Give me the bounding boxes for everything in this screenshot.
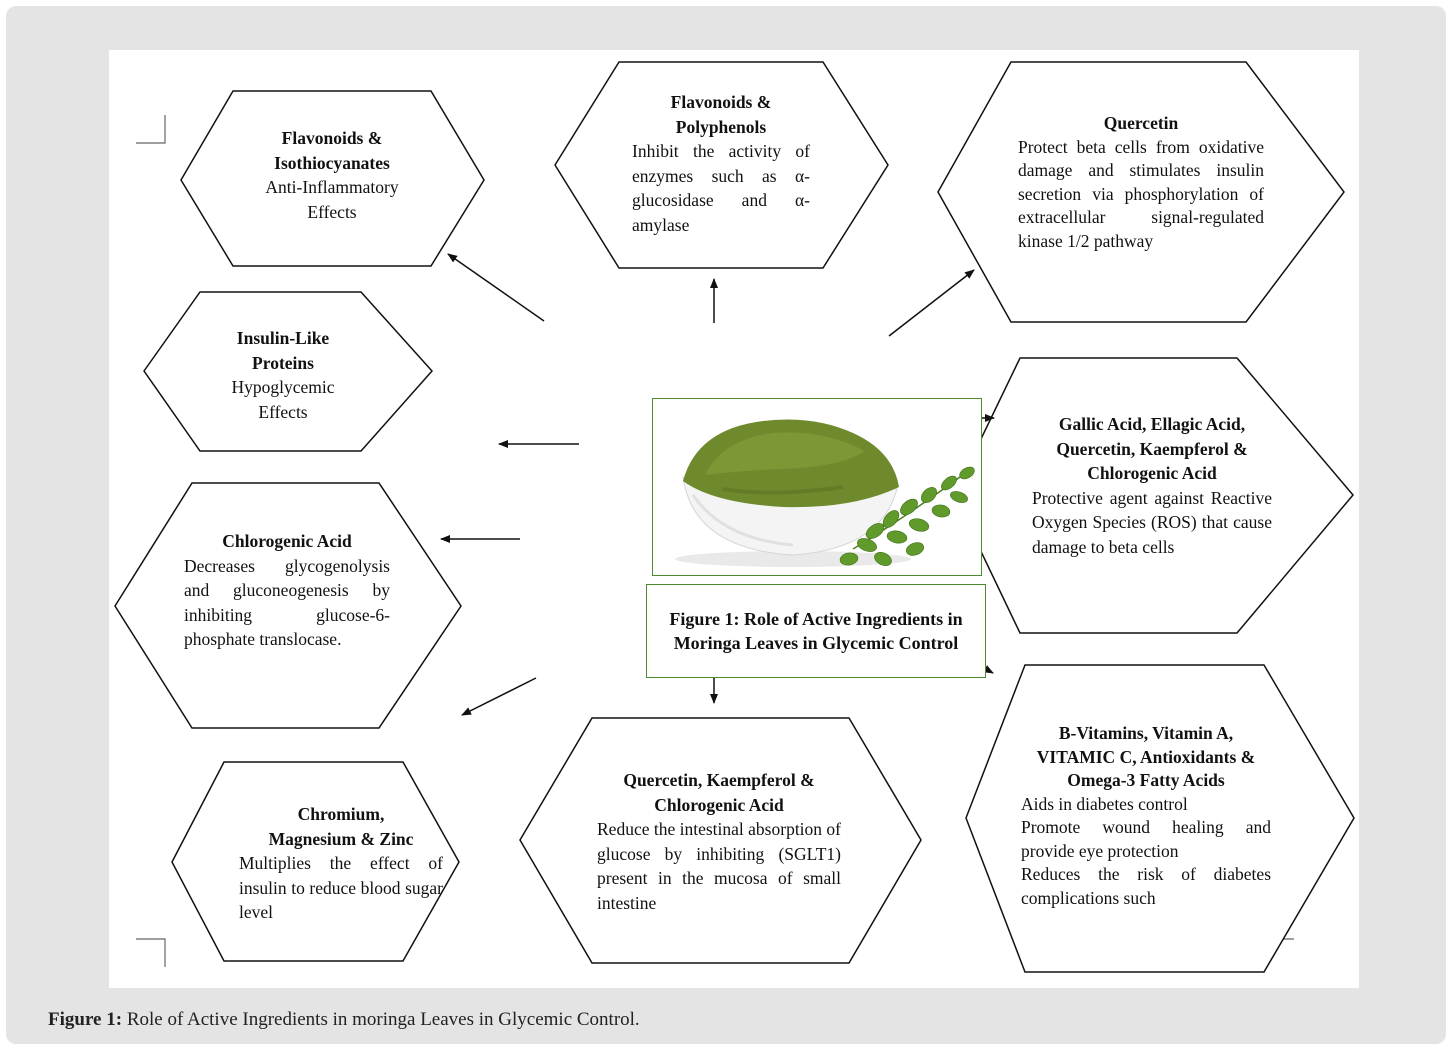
node-title: Chromium, Magnesium & Zinc (268, 804, 414, 849)
moringa-powder-image (652, 398, 982, 576)
hexagon-insulin-like-proteins (143, 291, 434, 452)
hexagon-gallic-acid (953, 357, 1354, 634)
figure-title: Figure 1: Role of Active Ingredients in … (669, 609, 963, 653)
node-description: Multiplies the effect of insulin to redu… (239, 853, 443, 922)
caption-text: Role of Active Ingredients in moringa Le… (122, 1009, 640, 1030)
node-quercetin: Quercetin Protect beta cells from oxidat… (1018, 112, 1264, 274)
caption-label: Figure 1: (48, 1009, 123, 1030)
hexagon-flavonoids-isothiocyanates (180, 90, 485, 267)
node-vitamins: B-Vitamins, Vitamin A, VITAMIC C, Antiox… (1021, 722, 1271, 910)
node-flavonoids-polyphenols: Flavonoids & Polyphenols Inhibit the act… (632, 90, 810, 244)
hexagon-flavonoids-polyphenols (554, 61, 889, 269)
node-description: Inhibit the activity of enzymes such as … (632, 141, 810, 235)
arrow-to-quercetin (888, 269, 975, 337)
node-quercetin-kaempferol: Quercetin, Kaempferol & Chlorogenic Acid… (597, 768, 841, 922)
node-gallic-acid: Gallic Acid, Ellagic Acid, Quercetin, Ka… (1032, 412, 1272, 578)
node-description: Reduce the intestinal absorption of gluc… (597, 819, 841, 913)
node-title: Quercetin, Kaempferol & Chlorogenic Acid (623, 770, 815, 815)
hexagon-vitamins (965, 664, 1355, 973)
node-title: Flavonoids & Polyphenols (670, 92, 772, 137)
arrow-to-flavonoids-isothiocyanates (447, 253, 545, 322)
figure-canvas: Flavonoids & Isothiocyanates Anti-Inflam… (109, 50, 1359, 988)
diagram-shapes (114, 61, 1355, 973)
figure-title-box: Figure 1: Role of Active Ingredients in … (646, 584, 986, 678)
node-title: Flavonoids & Isothiocyanates (274, 128, 390, 173)
hexagon-quercetin (937, 61, 1345, 323)
node-description: Decreases glycogenolysis and gluconeogen… (184, 555, 390, 650)
hexagon-chromium-magnesium-zinc (171, 761, 460, 962)
hexagon-quercetin-kaempferol (519, 717, 922, 964)
node-chlorogenic-acid: Chlorogenic Acid Decreases glycogenolysi… (184, 529, 390, 687)
node-title: B-Vitamins, Vitamin A, VITAMIC C, Antiox… (1036, 723, 1256, 790)
node-title: Insulin-Like Proteins (236, 328, 330, 373)
node-chromium-magnesium-zinc: Chromium, Magnesium & Zinc Multiplies th… (239, 802, 443, 928)
node-description: Hypoglycemic Effects (231, 377, 335, 418)
node-description: Protective agent against Reactive Oxygen… (1032, 487, 1272, 557)
powder-bowl-illustration (675, 419, 975, 567)
node-flavonoids-isothiocyanates: Flavonoids & Isothiocyanates Anti-Inflam… (250, 126, 414, 230)
node-description: Anti-Inflammatory Effects (265, 177, 399, 222)
arrow-to-chromium-magnesium-zinc (461, 677, 537, 716)
node-title: Quercetin (1103, 113, 1179, 133)
node-title: Gallic Acid, Ellagic Acid, Quercetin, Ka… (1056, 414, 1248, 483)
node-description: Protect beta cells from oxidative damage… (1018, 136, 1264, 251)
node-insulin-like-proteins: Insulin-Like Proteins Hypoglycemic Effec… (209, 326, 357, 418)
figure-caption: Figure 1: Role of Active Ingredients in … (48, 1009, 640, 1031)
hexagon-chlorogenic-acid (114, 482, 462, 729)
figure-frame: Flavonoids & Isothiocyanates Anti-Inflam… (6, 6, 1446, 1044)
node-title: Chlorogenic Acid (222, 531, 352, 551)
node-description: Aids in diabetes control Promote wound h… (1021, 793, 1271, 908)
